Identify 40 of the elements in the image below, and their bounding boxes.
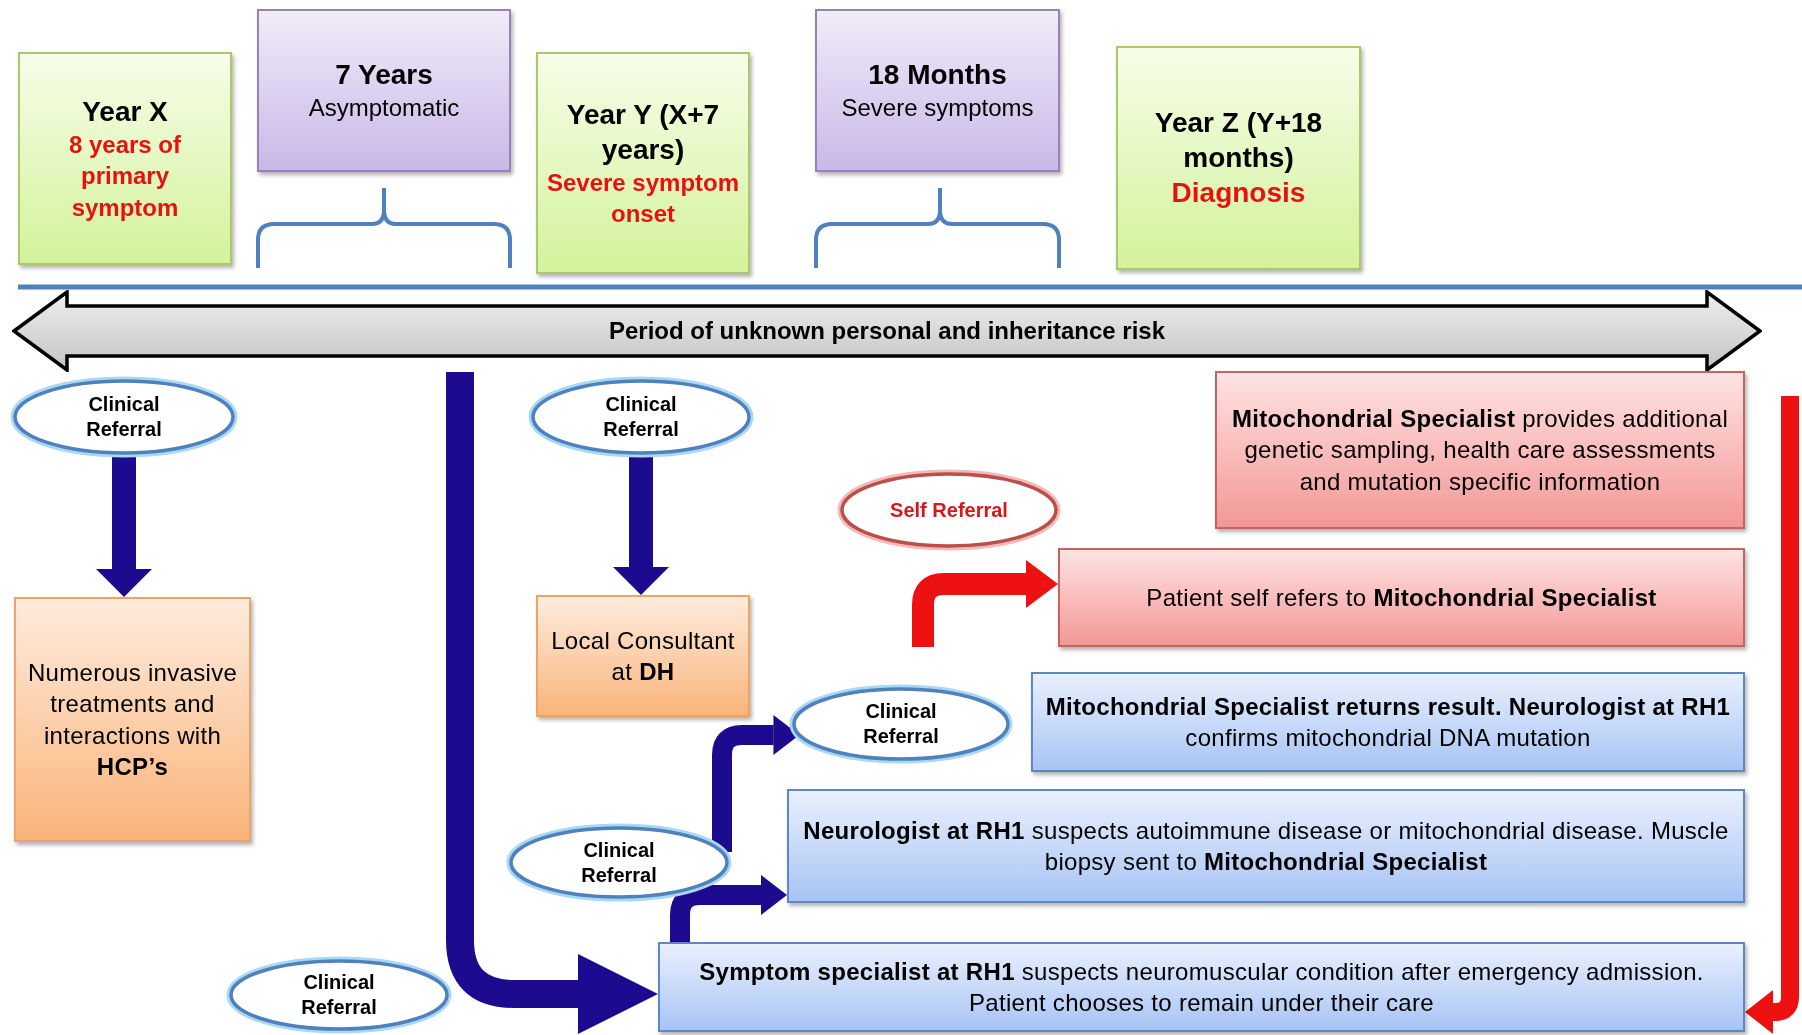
box-text: Symptom specialist at RH1 suspects neuromuscular condition after emergency admission. Patient chooses to remain under their care <box>698 956 1705 1018</box>
box-text: Local Consultant at DH <box>550 625 736 687</box>
box-heading: 7 Years <box>335 58 433 93</box>
referral-label: Clinical Referral <box>300 970 378 1020</box>
period-label: Period of unknown personal and inheritance risk <box>608 316 1166 346</box>
timeline-box <box>1116 46 1361 270</box>
process-box <box>14 597 251 842</box>
box-text: 8 years of primary symptom <box>67 130 183 223</box>
box-heading: Year Z (Y+18 months) <box>1153 105 1324 175</box>
process-box <box>536 595 750 717</box>
arrow <box>670 875 787 942</box>
timeline-box <box>536 52 750 274</box>
box-text: Numerous invasive treatments and interactions with HCP’s <box>26 658 239 782</box>
arrow <box>912 560 1058 647</box>
process-box <box>1058 548 1745 647</box>
arrow <box>446 372 658 1034</box>
box-text: Diagnosis <box>1171 175 1306 210</box>
box-text: Severe symptoms <box>841 93 1034 124</box>
process-box <box>787 789 1745 903</box>
timeline-box <box>815 9 1060 172</box>
box-heading: Year X <box>82 95 168 130</box>
referral-label: Self Referral <box>889 497 1009 523</box>
arrow <box>1745 396 1799 1034</box>
box-text: Mitochondrial Specialist returns result. Neurologist at RH1 confirms mitochondrial DNA mutation <box>1044 691 1732 753</box>
box-text: Asymptomatic <box>308 93 460 124</box>
box-text: Patient self refers to Mitochondrial Specialist <box>1146 582 1657 613</box>
box-text: Severe symptom onset <box>546 167 740 229</box>
timeline-box <box>18 52 232 265</box>
process-box <box>1031 672 1745 772</box>
box-text: Mitochondrial Specialist provides additional genetic sampling, health care assessments and mutation specific information <box>1230 404 1730 497</box>
referral-label: Clinical Referral <box>602 392 680 442</box>
referral-label: Clinical Referral <box>85 392 163 442</box>
box-heading: 18 Months <box>868 58 1007 93</box>
process-box <box>658 942 1745 1032</box>
timeline-box <box>257 9 511 172</box>
box-heading: Year Y (X+7 years) <box>565 97 721 167</box>
referral-label: Clinical Referral <box>580 837 658 888</box>
referral-label: Clinical Referral <box>862 699 940 749</box>
process-box <box>1215 371 1745 529</box>
box-text: Neurologist at RH1 suspects autoimmune disease or mitochondrial disease. Muscle biopsy sent to Mitochondrial Specialist <box>802 815 1730 877</box>
